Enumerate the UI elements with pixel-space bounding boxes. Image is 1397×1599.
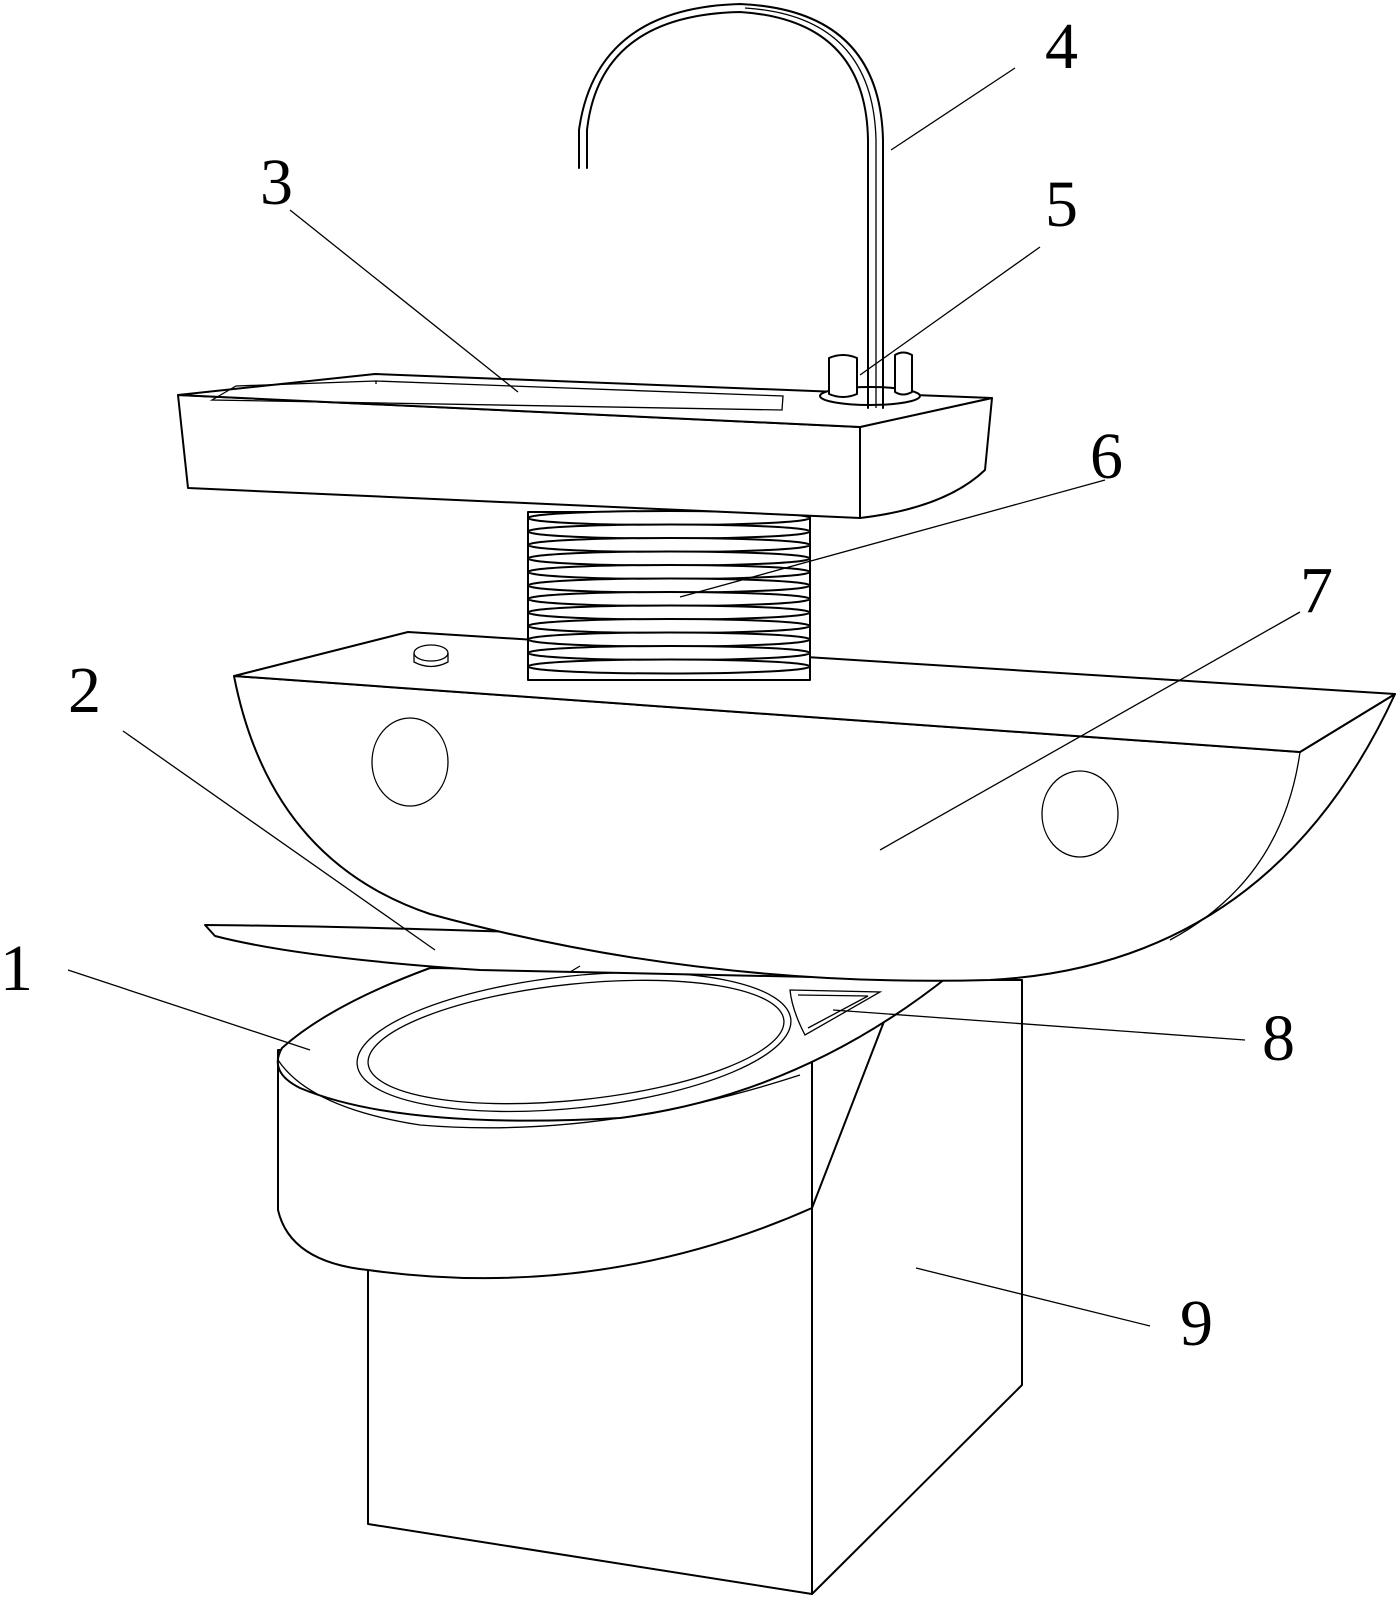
label-9: 9 xyxy=(1180,1287,1213,1360)
bellows-ring xyxy=(527,564,811,580)
leader-lines xyxy=(67,67,1301,1327)
bellows-ring xyxy=(527,645,811,661)
bellows-ring xyxy=(527,591,811,607)
bellows-ring xyxy=(527,604,811,621)
pedestal-base xyxy=(367,979,1023,1595)
bellows xyxy=(527,510,811,681)
label-7: 7 xyxy=(1300,554,1333,627)
bellows-ring xyxy=(527,537,811,553)
label-2: 2 xyxy=(68,654,101,727)
bellows-ring xyxy=(527,618,811,634)
bellows-ring xyxy=(527,577,811,594)
bellows-ring xyxy=(527,523,811,540)
label-5: 5 xyxy=(1045,168,1078,241)
label-1: 1 xyxy=(0,932,33,1005)
bellows-ring xyxy=(527,658,811,675)
faucet-tube xyxy=(578,3,884,409)
label-8: 8 xyxy=(1262,1002,1295,1075)
label-3: 3 xyxy=(260,146,293,219)
label-4: 4 xyxy=(1045,10,1078,83)
label-6: 6 xyxy=(1090,420,1123,493)
bellows-ring xyxy=(527,550,811,567)
bellows-ring xyxy=(527,631,811,648)
valve-knobs xyxy=(819,351,921,406)
wash-basin xyxy=(177,373,993,519)
bowl-body xyxy=(276,967,951,1280)
seat-triangle-tab xyxy=(789,989,883,1036)
reference-numerals: 1 2 3 4 5 6 7 8 9 xyxy=(0,10,1333,1360)
